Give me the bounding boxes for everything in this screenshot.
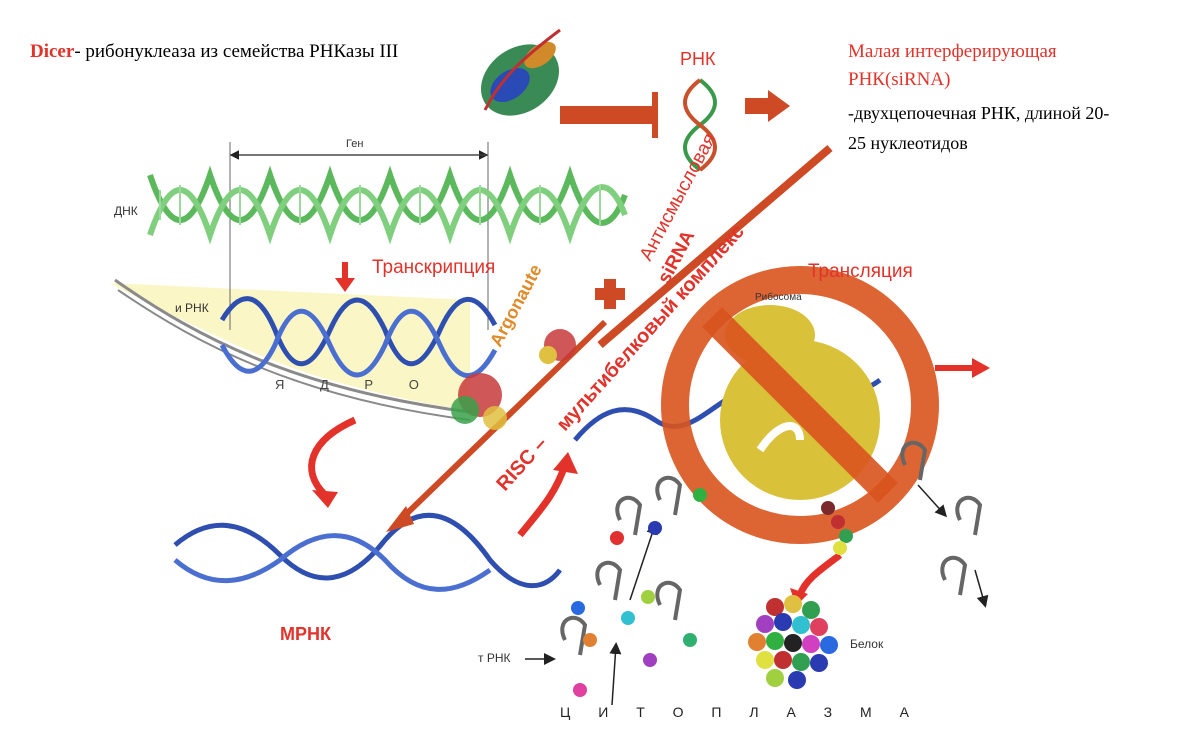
dna-helix [147,165,628,245]
cytoplasm-label: Ц И Т О П Л А З М А [560,704,921,720]
dicer-description: - рибонуклеаза из семейства РНКазы III [74,41,399,62]
amino-acid-dots [571,488,853,697]
sirna-desc-line1: -двухцепочечная РНК, длиной 20- [848,103,1110,123]
translation-label: Трансляция [808,261,913,282]
black-arrows [525,484,989,706]
trnk-label: т РНК [478,651,511,665]
gene-label: Ген [346,138,364,150]
mrna-helix [173,512,562,592]
irna-helix [219,296,498,379]
nucleus-label: Я Д Р О [275,377,435,392]
argonaute-protein-icon [451,329,576,430]
forbidden-sign-icon [661,266,939,544]
trna-hooks [560,440,983,656]
rnk-label: РНК [680,49,716,69]
risc-label: RISC – [492,433,551,496]
sirna-desc-line2: 25 нуклеотидов [848,133,968,153]
cross-marker [595,279,625,309]
transcription-label: Транскрипция [372,257,496,278]
irnk-label: и РНК [175,301,209,315]
mrnk-label: МРНК [280,624,331,644]
protein-label: Белок [850,637,884,651]
sirna-title-line2: РНК(siRNA) [848,69,951,90]
ribosome-label: Рибосома [755,292,802,303]
dicer-word: Dicer [30,41,75,62]
dna-rungs [159,185,601,225]
dnk-label: ДНК [114,204,138,218]
protein-cluster-icon [748,595,838,689]
gene-bracket [229,142,489,330]
nucleus-region [110,278,471,421]
red-arrows [308,262,990,606]
sirna-title-line1: Малая интерферирующая [848,41,1057,62]
sirna-helix-icon [683,78,717,172]
dicer-caption: Dicer- рибонуклеаза из семейства РНКазы … [30,41,399,63]
dicer-protein-icon [481,28,561,116]
